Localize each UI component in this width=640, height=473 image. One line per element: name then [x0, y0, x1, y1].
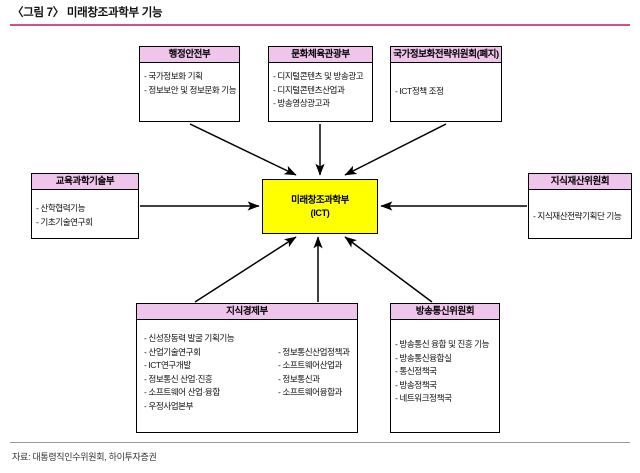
node-ipc-title: 지식재산위원회: [529, 174, 631, 190]
node-center-msip[interactable]: 미래창조과학부 (ICT): [262, 179, 378, 234]
list-item: 정보통신 산업·진흥: [144, 373, 264, 387]
list-item: 정보통신산업정책과: [278, 346, 388, 360]
footer-divider: [10, 442, 630, 443]
list-item: 산학협력기능: [36, 202, 133, 216]
list-item: 방송통신 융합 및 진흥 기능: [395, 338, 494, 352]
node-mcst-body: 디지털콘텐츠 및 방송광고 디지털콘텐츠산업과 방송영상광고과: [269, 63, 372, 115]
node-kcc-items: 방송통신 융합 및 진흥 기능 방송통신융합실 통신정책국 방송정책국 네트워크…: [395, 338, 494, 406]
list-item: 소프트웨어융합과: [278, 386, 388, 400]
node-ipc-items: 지식재산전략기획단 기능: [533, 210, 626, 224]
list-item: 산업기술연구회: [144, 346, 264, 360]
node-mest-items: 산학협력기능 기초기술연구회: [36, 202, 133, 229]
node-mopas-items: 국가정보화 기획 정보보안 및 정보문화 기능: [144, 70, 236, 98]
list-item: 디지털콘텐츠산업과: [273, 84, 367, 98]
list-item: 소프트웨어산업과: [278, 359, 388, 373]
list-item: 방송영상광고과: [273, 97, 367, 111]
node-nisc[interactable]: 국가정보화전략위원회(폐지) ICT정책 조정: [390, 46, 502, 122]
node-kcc[interactable]: 방송통신위원회 방송통신 융합 및 진흥 기능 방송통신융합실 통신정책국 방송…: [390, 303, 500, 433]
title-divider: [10, 24, 630, 26]
arrow-layer: [140, 123, 527, 303]
node-mopas-title: 행정안전부: [140, 47, 239, 63]
list-item: 신성장동력 발굴 기획기능: [144, 332, 264, 346]
node-mke-items-left: 신성장동력 발굴 기획기능 산업기술연구회 ICT연구개발 정보통신 산업·진흥…: [144, 332, 264, 413]
figure-header: 〈그림 7〉 미래창조과학부 기능: [0, 0, 640, 28]
node-mest-title: 교육과학기술부: [32, 174, 138, 190]
node-kcc-title: 방송통신위원회: [391, 304, 499, 320]
node-nisc-items: ICT정책 조정: [395, 85, 496, 99]
node-mcst-items: 디지털콘텐츠 및 방송광고 디지털콘텐츠산업과 방송영상광고과: [273, 70, 367, 111]
list-item: 정보보안 및 정보문화 기능: [144, 84, 236, 98]
list-item: 우정사업본부: [144, 400, 264, 414]
list-item: 소프트웨어 산업·융합: [144, 386, 264, 400]
list-item: 정보통신과: [278, 373, 388, 387]
node-mke-body: 신성장동력 발굴 기획기능 산업기술연구회 ICT연구개발 정보통신 산업·진흥…: [137, 320, 357, 417]
list-item: 네트워크정책국: [395, 392, 494, 406]
node-mest-body: 산학협력기능 기초기술연구회: [32, 190, 138, 233]
list-item: 방송정책국: [395, 379, 494, 393]
arrow-mopas-to-center: [189, 123, 297, 176]
node-center-subtitle: (ICT): [310, 207, 330, 218]
node-mke-columns: 신성장동력 발굴 기획기능 산업기술연구회 ICT연구개발 정보통신 산업·진흥…: [144, 332, 352, 413]
node-mopas[interactable]: 행정안전부 국가정보화 기획 정보보안 및 정보문화 기능: [139, 46, 240, 122]
node-nisc-title: 국가정보화전략위원회(폐지): [391, 47, 501, 63]
arrow-mke-diagonal-to-center: [194, 236, 297, 303]
node-mest[interactable]: 교육과학기술부 산학협력기능 기초기술연구회: [31, 173, 139, 239]
list-item: 기초기술연구회: [36, 216, 133, 230]
node-nisc-body: ICT정책 조정: [391, 63, 501, 103]
node-mcst[interactable]: 문화체육관광부 디지털콘텐츠 및 방송광고 디지털콘텐츠산업과 방송영상광고과: [268, 46, 373, 122]
list-item: 디지털콘텐츠 및 방송광고: [273, 70, 367, 84]
list-item: 국가정보화 기획: [144, 70, 234, 84]
list-item: 방송통신융합실: [395, 352, 494, 366]
node-ipc[interactable]: 지식재산위원회 지식재산전략기획단 기능: [528, 173, 632, 239]
list-item: ICT연구개발: [144, 359, 264, 373]
list-item: 지식재산전략기획단 기능: [533, 210, 626, 224]
node-mke-title: 지식경제부: [137, 304, 357, 320]
node-center-title: 미래창조과학부: [291, 194, 349, 206]
arrow-kcc-to-center: [344, 236, 433, 303]
organization-diagram: 행정안전부 국가정보화 기획 정보보안 및 정보문화 기능 문화체육관광부 디지…: [0, 28, 640, 436]
list-item: 통신정책국: [395, 365, 494, 379]
node-kcc-body: 방송통신 융합 및 진흥 기능 방송통신융합실 통신정책국 방송정책국 네트워크…: [391, 320, 499, 410]
node-mcst-title: 문화체육관광부: [269, 47, 372, 63]
source-note: 자료: 대통령직인수위원회, 하이투자증권: [12, 452, 157, 462]
list-item: ICT정책 조정: [395, 85, 496, 99]
node-ipc-body: 지식재산전략기획단 기능: [529, 190, 631, 228]
arrow-nisc-to-center: [344, 123, 447, 176]
node-mopas-body: 국가정보화 기획 정보보안 및 정보문화 기능: [140, 63, 239, 101]
node-mke-items-right: 정보통신산업정책과 소프트웨어산업과 정보통신과 소프트웨어융합과: [278, 332, 388, 413]
node-mke[interactable]: 지식경제부 신성장동력 발굴 기획기능 산업기술연구회 ICT연구개발 정보통신…: [136, 303, 358, 433]
figure-title: 〈그림 7〉 미래창조과학부 기능: [12, 7, 163, 19]
